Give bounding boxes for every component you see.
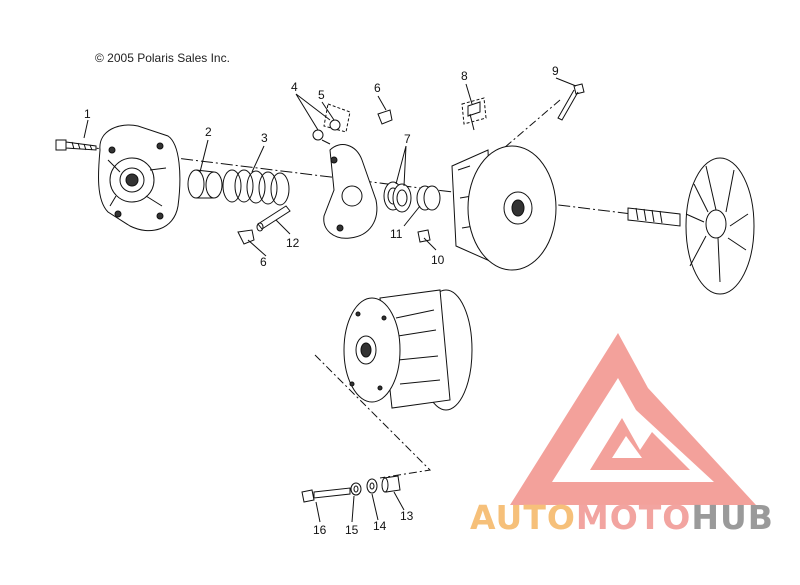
copyright-text: © 2005 Polaris Sales Inc.: [95, 51, 230, 65]
callout-5: 5: [318, 88, 325, 102]
moveable-sheave: [451, 145, 557, 271]
part-3-spring: [222, 169, 290, 206]
cover-plate: [98, 124, 181, 232]
callout-11: 11: [390, 227, 403, 241]
part-9-bolt: [557, 83, 585, 121]
part-13-spacer: [381, 475, 401, 493]
leader-lines: [83, 77, 577, 523]
callout-8: 8: [461, 69, 468, 83]
part-14-washer: [366, 478, 378, 494]
watermark-auto: AUTO: [470, 498, 576, 537]
callout-10: 10: [431, 253, 445, 267]
lower-axis-line: [314, 354, 432, 479]
callout-9: 9: [552, 64, 559, 78]
part-7-bushings: [383, 181, 412, 213]
callout-7: 7: [404, 132, 411, 146]
callout-6-lower: 6: [260, 255, 267, 269]
fixed-sheave-fan: [627, 157, 755, 295]
assembled-clutch: [343, 289, 473, 411]
part-16-bolt: [301, 487, 351, 503]
callout-4: 4: [291, 80, 298, 94]
spider-arm: [323, 144, 378, 239]
callout-13: 13: [400, 509, 414, 523]
part-10-fastener: [417, 229, 431, 243]
watermark-moto: MOTO: [575, 498, 692, 537]
callout-1: 1: [84, 107, 91, 121]
watermark-logo-icon: [510, 333, 756, 505]
part-12-pin: [256, 205, 291, 232]
part-6-button-upper: [377, 109, 393, 125]
watermark-hub: HUB: [691, 498, 774, 537]
watermark-wordmark: AUTOMOTOHUB: [470, 498, 774, 537]
part-11-washer: [416, 185, 441, 211]
callout-14: 14: [373, 519, 387, 533]
callout-15: 15: [345, 523, 359, 537]
part-2-bushing: [187, 169, 223, 199]
callout-16: 16: [313, 523, 327, 537]
part-6-button-lower: [237, 229, 255, 245]
callout-12: 12: [286, 236, 300, 250]
part-8-roller: [461, 97, 487, 131]
part-4-5-rollers: [312, 103, 351, 145]
callout-2: 2: [205, 125, 212, 139]
callout-6-upper: 6: [374, 81, 381, 95]
part-1-bolt: [55, 139, 97, 151]
part-15-washer: [350, 482, 362, 496]
callout-3: 3: [261, 131, 268, 145]
